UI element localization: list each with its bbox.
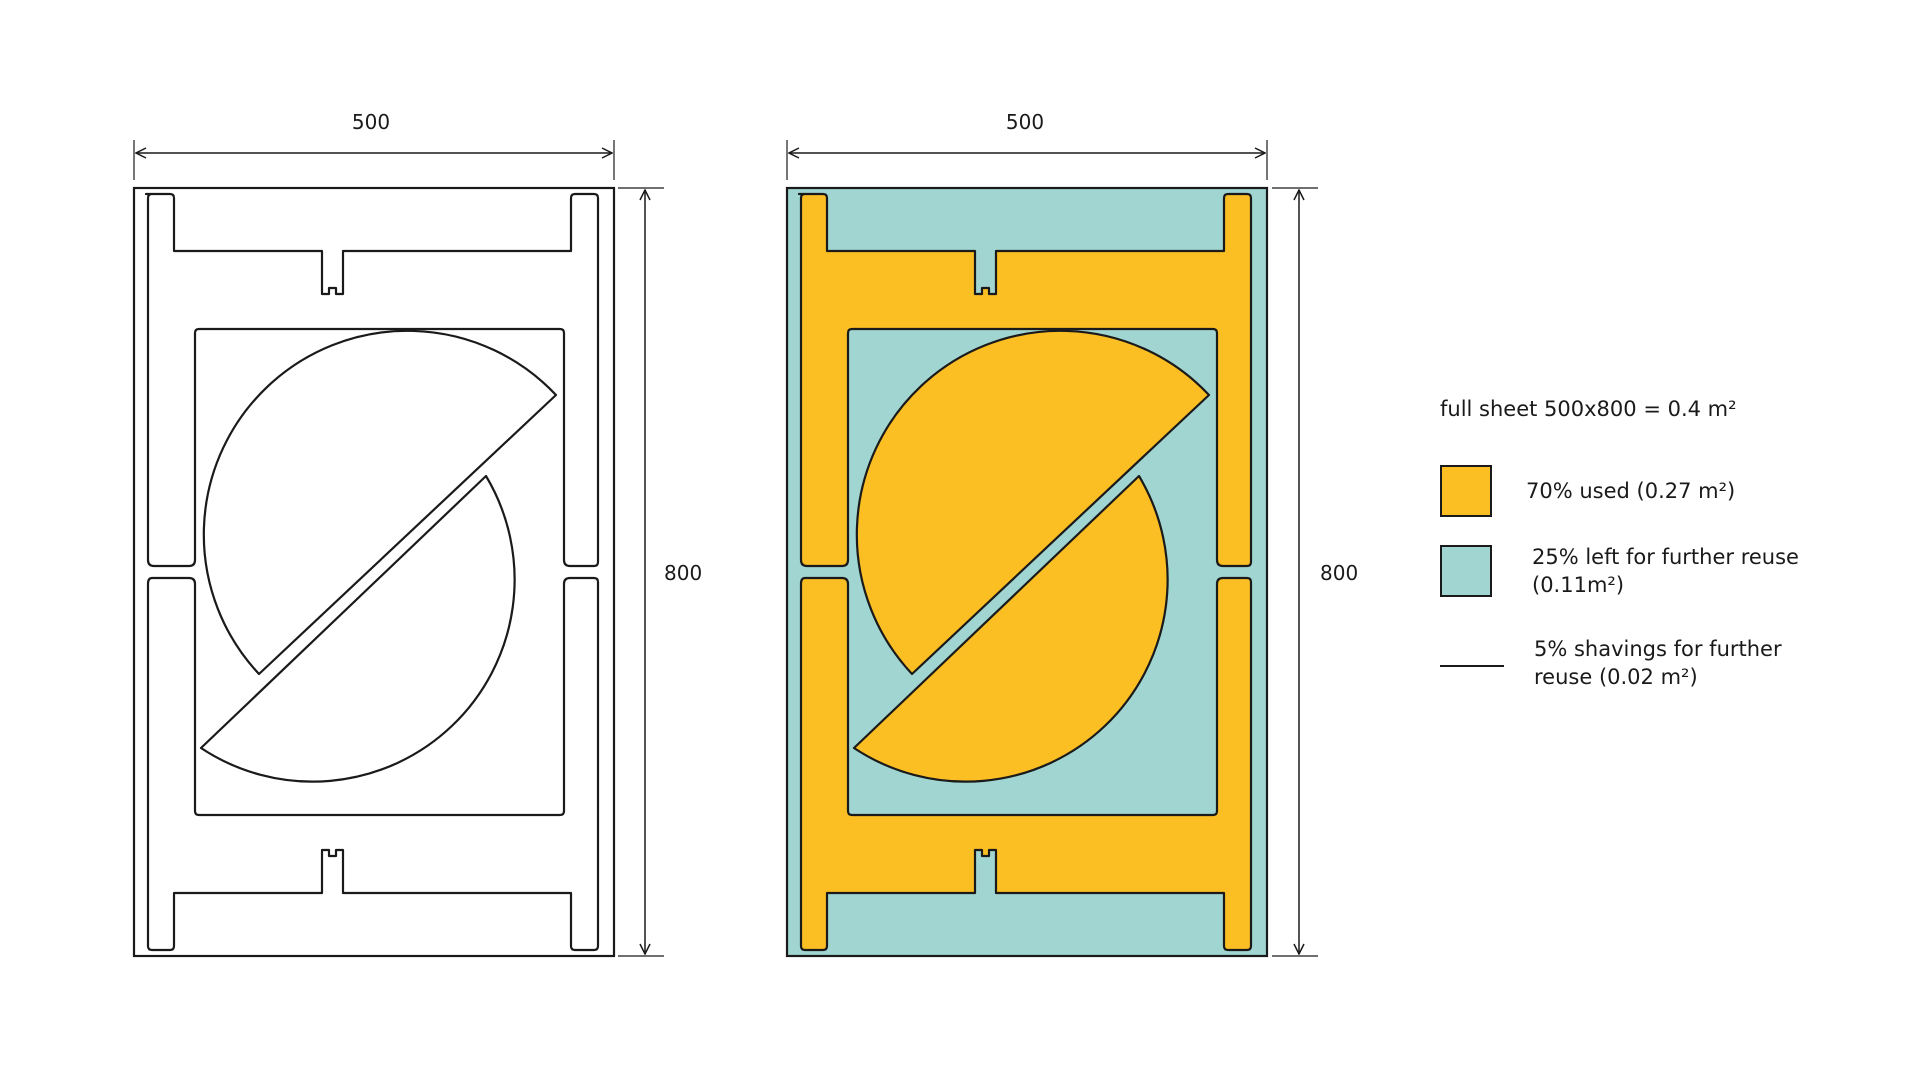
right-width-label: 500 — [1006, 110, 1044, 134]
used-swatch — [1440, 465, 1492, 517]
left-width-dimension: 500 — [133, 110, 615, 180]
left-height-label: 800 — [664, 561, 702, 585]
legend-label-reuse: 25% left for further reuse (0.11m²) — [1532, 545, 1799, 597]
legend-item-reuse: 25% left for further reuse (0.11m²) — [1440, 543, 1832, 599]
right-height-dimension: 800 — [1272, 187, 1358, 957]
legend-item-shavings: 5% shavings for further reuse (0.02 m²) — [1440, 635, 1834, 691]
left-height-dimension: 800 — [618, 187, 702, 957]
right-sheet — [785, 186, 1269, 958]
right-height-label: 800 — [1320, 561, 1358, 585]
left-sheet — [132, 186, 616, 958]
legend-label-used: 70% used (0.27 m²) — [1526, 479, 1736, 503]
legend-title: full sheet 500x800 = 0.4 m² — [1440, 397, 1737, 421]
legend-label-shavings: 5% shavings for further reuse (0.02 m²) — [1534, 637, 1782, 689]
reuse-swatch — [1440, 545, 1492, 597]
right-width-dimension: 500 — [786, 110, 1268, 180]
legend-item-used: 70% used (0.27 m²) — [1440, 465, 1826, 517]
left-width-label: 500 — [352, 110, 390, 134]
shavings-line-swatch — [1440, 665, 1504, 667]
